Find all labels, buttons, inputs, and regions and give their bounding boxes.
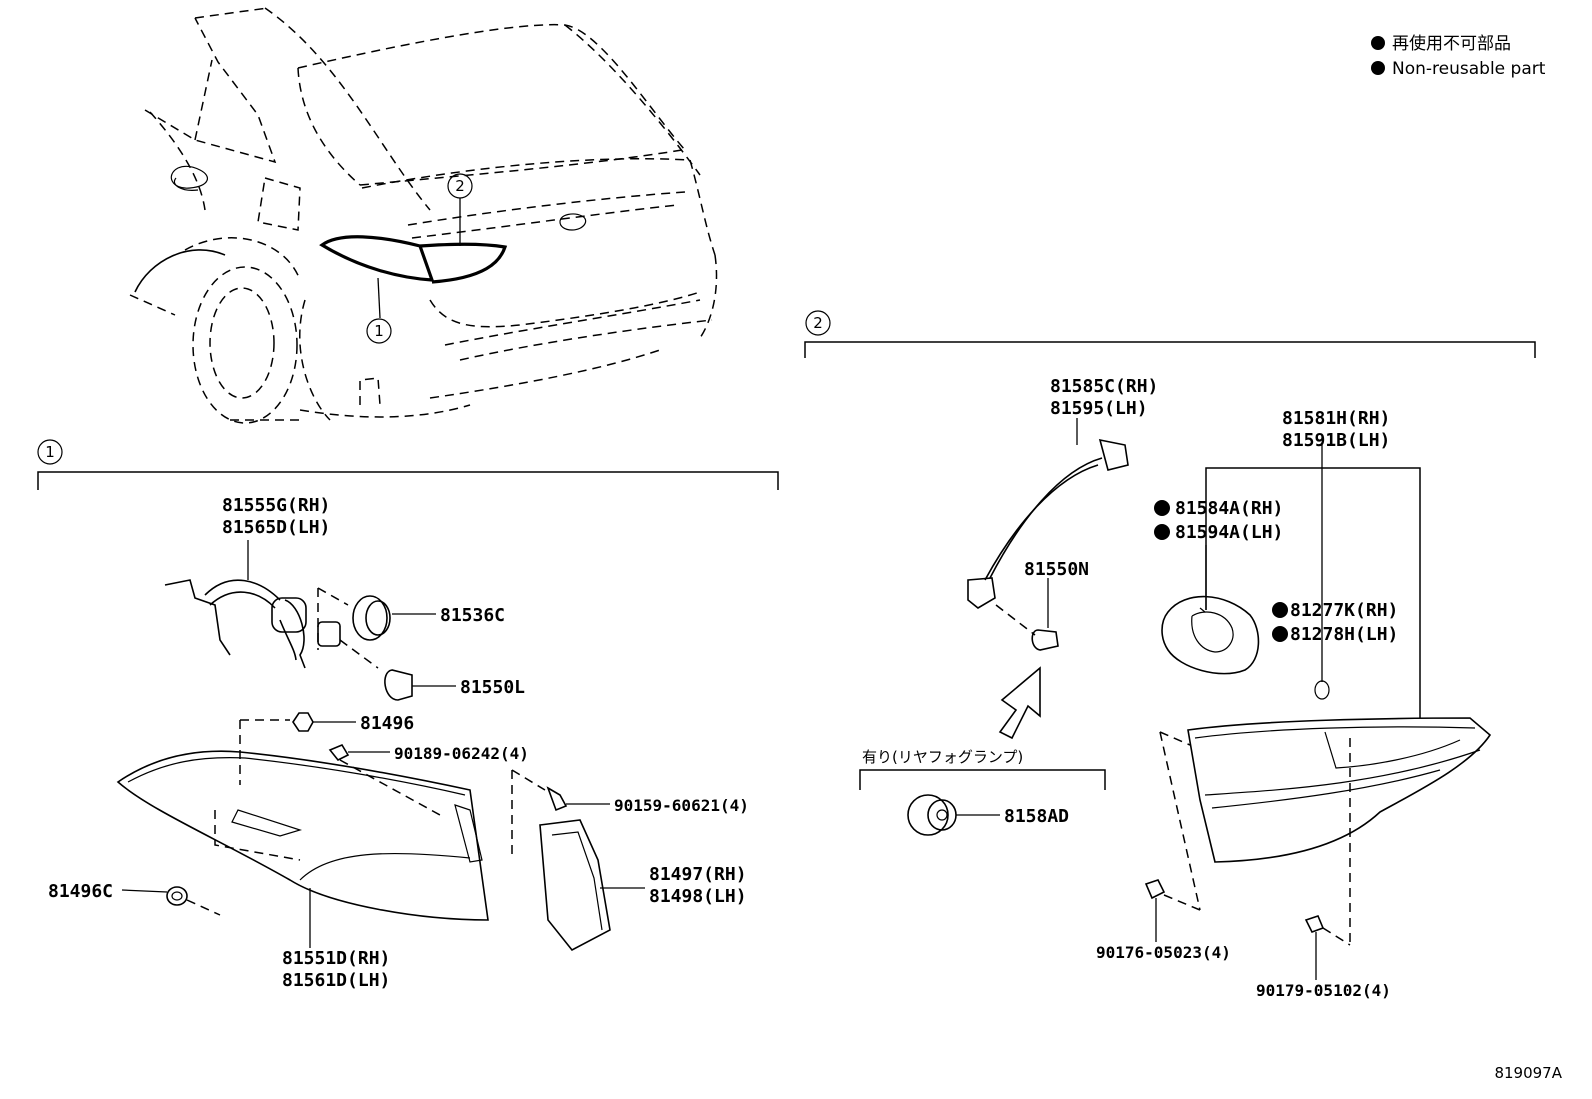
group-2-parts <box>859 418 1492 980</box>
figure-ref: 819097A <box>1494 1064 1562 1082</box>
bracket-rh-label: 81497(RH) <box>649 864 747 885</box>
lamp-rh-label: 81551D(RH) <box>282 948 390 969</box>
legend-jp-label: 再使用不可部品 <box>1392 33 1511 54</box>
non-reusable-dot-icon <box>1272 602 1288 618</box>
car-rear-overview <box>129 7 718 424</box>
g2-screw-a-label: 90176-05023(4) <box>1096 943 1231 962</box>
callout-1-car: 1 <box>366 318 392 344</box>
group-1-header: 1 <box>37 439 779 490</box>
svg-text:1: 1 <box>374 322 384 340</box>
inner-rear-lamp <box>1187 717 1492 863</box>
nut-label: 81496 <box>360 713 414 734</box>
g2-lamp-lh-label: 81591B(LH) <box>1282 430 1390 451</box>
non-reusable-dot-icon <box>1272 626 1288 642</box>
legend-en-label: Non-reusable part <box>1392 59 1546 79</box>
non-reusable-dot-icon <box>1154 524 1170 540</box>
g2-harness-rh-label: 81585C(RH) <box>1050 376 1158 397</box>
g2-lamp-rh-label: 81581H(RH) <box>1282 408 1390 429</box>
group-1-parts <box>116 540 645 952</box>
svg-text:2: 2 <box>813 314 823 332</box>
outer-lamp-outline <box>319 235 435 282</box>
non-reusable-dot-icon <box>1371 36 1385 50</box>
g2-bulb-label: 81550N <box>1024 559 1089 580</box>
group-2-header: 2 <box>804 310 1536 358</box>
g2-fog-socket-label: 8158AD <box>1004 806 1069 827</box>
non-reusable-dot-icon <box>1371 61 1385 75</box>
svg-text:1: 1 <box>45 443 55 461</box>
install-direction-arrow <box>998 666 1041 740</box>
inner-lamp-outline <box>419 242 508 284</box>
legend: 再使用不可部品 Non-reusable part <box>1371 33 1546 79</box>
bracket-lh-label: 81498(LH) <box>649 886 747 907</box>
lamp-lh-label: 81561D(LH) <box>282 970 390 991</box>
screw-b-label: 90159-60621(4) <box>614 796 749 815</box>
socket-label: 81536C <box>440 605 505 626</box>
clip-label: 81496C <box>48 881 113 902</box>
g2-cushion-lh-label: 81278H(LH) <box>1290 624 1398 645</box>
callout-2-car: 2 <box>447 173 473 199</box>
g2-gasket-lh-label: 81594A(LH) <box>1175 522 1283 543</box>
g2-option-label: 有り(リヤフォグランプ) <box>862 748 1023 766</box>
g2-screw-b-label: 90179-05102(4) <box>1256 981 1391 1000</box>
g2-cushion-rh-label: 81277K(RH) <box>1290 600 1398 621</box>
harness-rh-label: 81555G(RH) <box>222 495 330 516</box>
non-reusable-dot-icon <box>1154 500 1170 516</box>
screw-a-label: 90189-06242(4) <box>394 744 529 763</box>
rear-combination-lamp <box>116 750 489 921</box>
svg-text:2: 2 <box>455 177 465 195</box>
harness-lh-label: 81565D(LH) <box>222 517 330 538</box>
bulb-label: 81550L <box>460 677 525 698</box>
g2-harness-lh-label: 81595(LH) <box>1050 398 1148 419</box>
gasket <box>1161 595 1260 675</box>
g2-gasket-rh-label: 81584A(RH) <box>1175 498 1283 519</box>
